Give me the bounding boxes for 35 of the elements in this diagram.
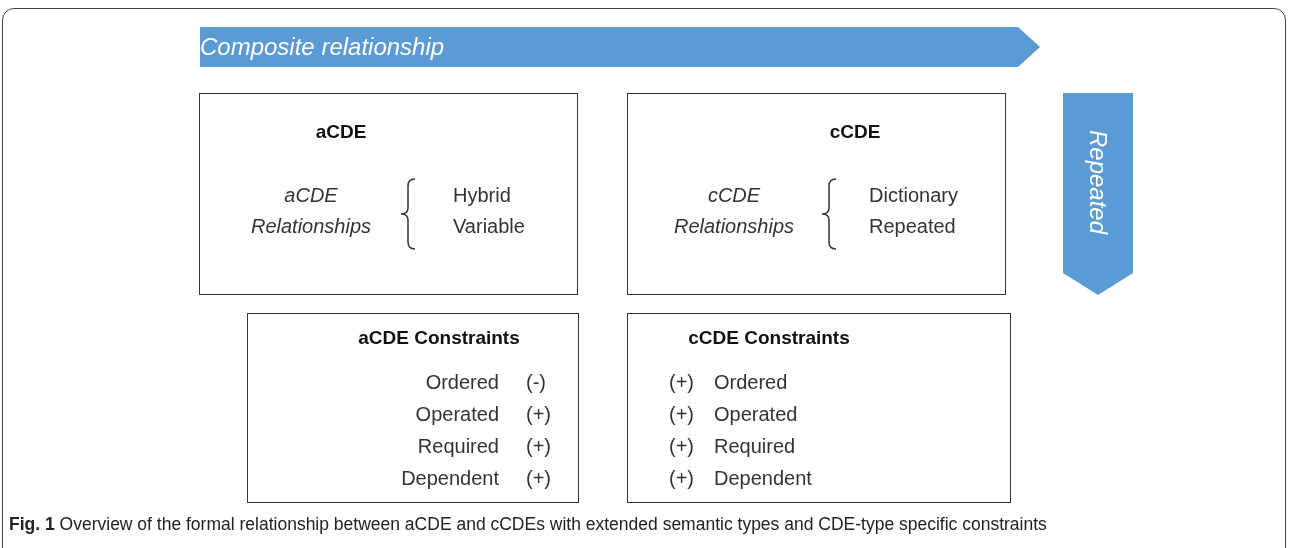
constraint-sign: (+) [526,402,551,427]
banner-label: Composite relationship [200,32,446,62]
constraint-name: Operated [714,402,798,427]
box-heading: aCDE [315,120,367,144]
relationship-type: Hybrid [453,183,511,208]
box-heading: cCDE [829,120,881,144]
relationships-label: aCDE Relationships [249,183,373,239]
arrow-banner [1063,93,1133,295]
constraints-box [627,313,1011,503]
content-box [199,93,578,295]
box-heading: cCDE Constraints [688,326,850,350]
content-box [627,93,1006,295]
constraint-name: Operated [415,402,499,427]
constraint-sign: (+) [526,434,551,459]
constraint-name: Required [417,434,499,459]
constraint-sign: (+) [669,402,694,427]
constraints-box [247,313,579,503]
constraint-sign: (+) [669,466,694,491]
constraint-name: Ordered [714,370,788,395]
box-heading: aCDE Constraints [358,326,520,350]
relationship-type: Variable [453,214,525,239]
constraint-sign: (+) [669,434,694,459]
figure-caption: Fig. 1 Overview of the formal relationship between aCDE and cCDEs with extended semantic types and CDE-type specific constraints [9,514,1047,535]
constraint-name: Ordered [425,370,499,395]
constraint-sign: (+) [669,370,694,395]
constraint-sign: (+) [526,466,551,491]
banner-label: Repeated [1083,129,1113,235]
relationships-label: cCDE Relationships [672,183,796,239]
constraint-name: Dependent [401,466,499,491]
constraint-sign: (-) [526,370,546,395]
constraint-name: Required [714,434,796,459]
relationship-type: Dictionary [869,183,958,208]
arrow-banner [200,27,1040,67]
constraint-name: Dependent [714,466,812,491]
relationship-type: Repeated [869,214,956,239]
